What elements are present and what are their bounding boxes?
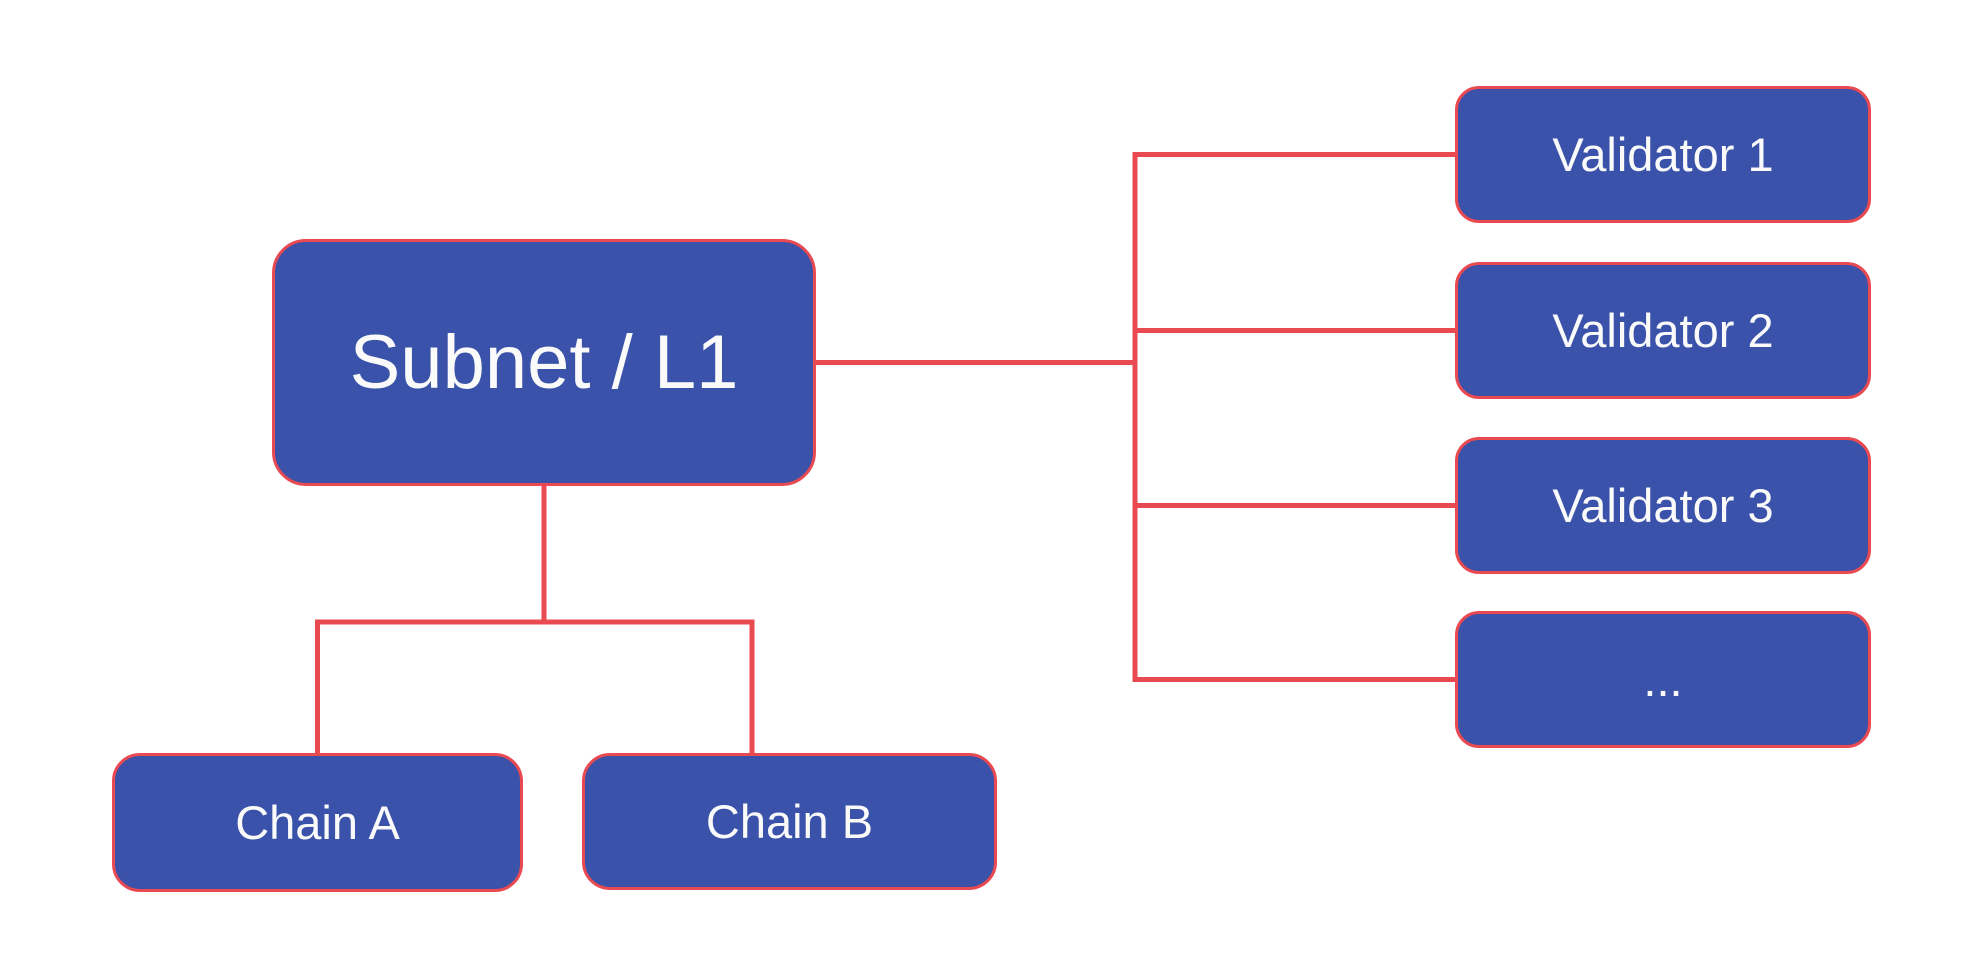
node-validator-1: Validator 1 — [1455, 86, 1871, 223]
node-chain-b: Chain B — [582, 753, 997, 890]
node-subnet-l1: Subnet / L1 — [272, 239, 816, 486]
node-validator-2: Validator 2 — [1455, 262, 1871, 399]
node-validator-more-label: ... — [1643, 653, 1683, 706]
node-chain-a-label: Chain A — [235, 796, 400, 849]
node-chain-a: Chain A — [112, 753, 523, 892]
node-validator-2-label: Validator 2 — [1552, 304, 1774, 357]
node-validator-1-label: Validator 1 — [1552, 128, 1774, 181]
node-validator-3: Validator 3 — [1455, 437, 1871, 574]
node-chain-b-label: Chain B — [705, 795, 874, 848]
node-validator-3-label: Validator 3 — [1552, 479, 1774, 532]
node-validator-more: ... — [1455, 611, 1871, 748]
node-subnet-l1-label: Subnet / L1 — [349, 319, 739, 405]
